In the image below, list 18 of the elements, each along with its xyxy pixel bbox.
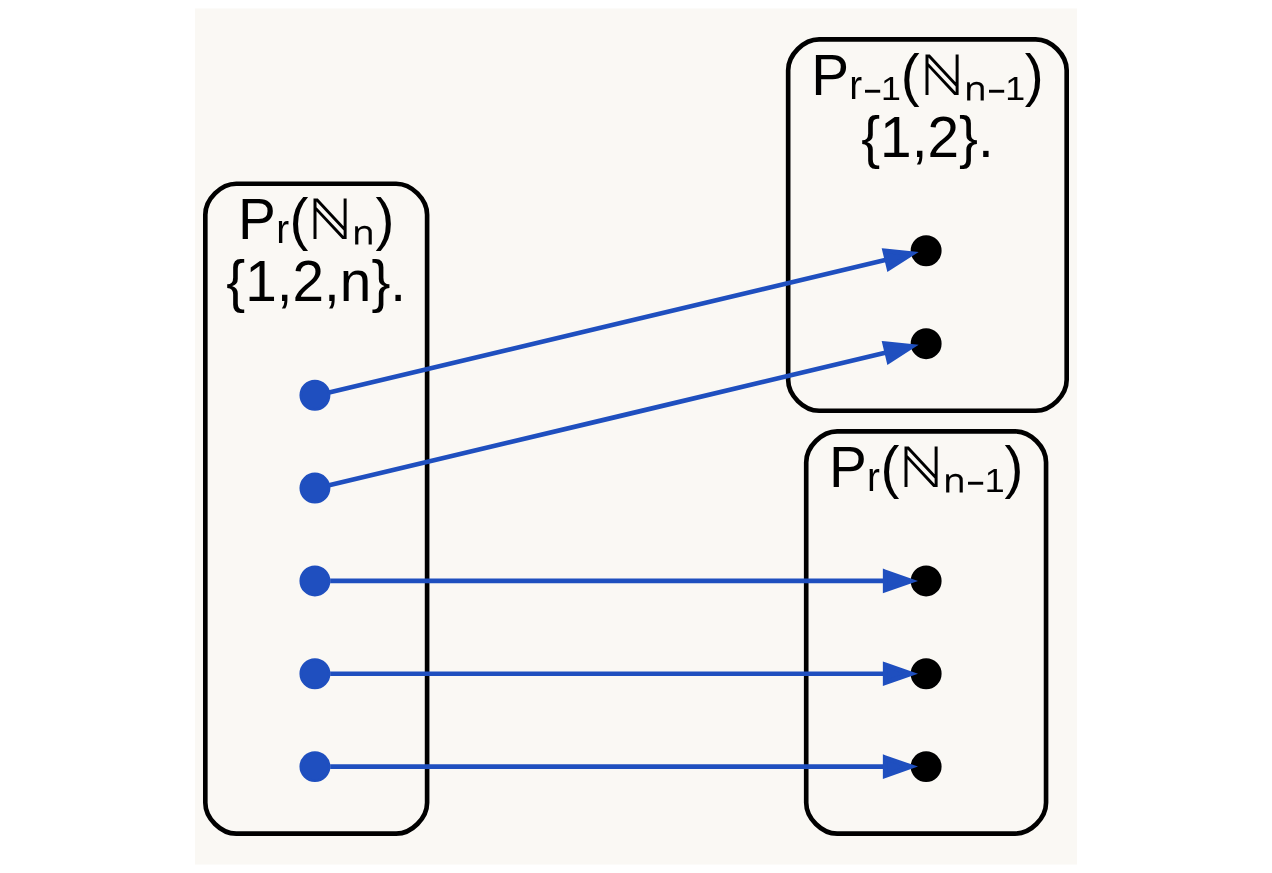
arrow — [330, 754, 918, 779]
node-circle — [299, 565, 331, 597]
arrow — [328, 248, 919, 395]
cluster: Pᵣ(ℕₙ₋₁) — [803, 429, 1049, 836]
node-circle — [910, 751, 942, 783]
cluster: Pᵣ₋₁(ℕₙ₋₁) {1,2}. — [785, 37, 1069, 414]
arrow — [328, 341, 919, 488]
node-circle — [299, 658, 331, 690]
node-circle — [910, 235, 942, 267]
node-circle — [299, 472, 331, 504]
cluster: Pᵣ(ℕₙ) {1,2,n}. — [203, 181, 430, 836]
node-circle — [299, 751, 331, 783]
arrow — [330, 568, 918, 594]
node-circle — [910, 658, 942, 690]
node-circle — [910, 565, 942, 597]
node-circle — [299, 379, 331, 411]
node-circle — [910, 328, 942, 360]
arrow — [330, 661, 918, 687]
